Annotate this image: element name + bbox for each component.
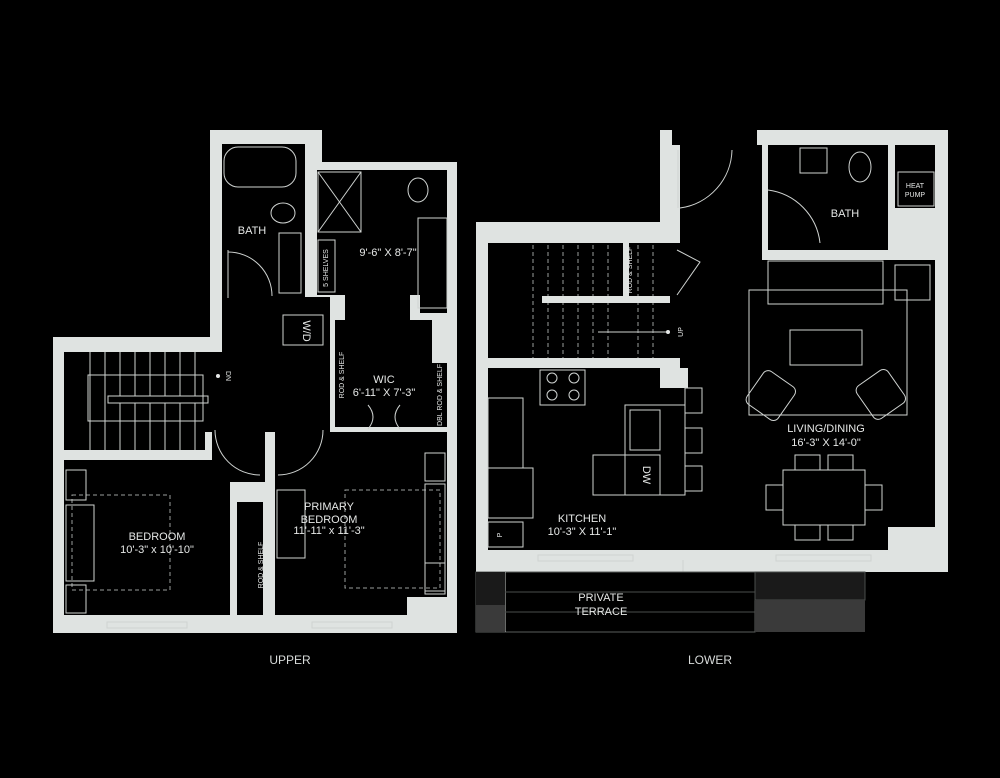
primary-name-1: PRIMARY	[304, 501, 355, 513]
bedroom-rod-shelf-label: ROD & SHELF	[258, 542, 265, 589]
primary-bedroom	[275, 432, 447, 615]
pantry	[487, 521, 524, 548]
dn-label: DN	[224, 371, 231, 381]
bedroom-dims: 10'-3" x 10'-10"	[120, 544, 194, 556]
upper-bath-label: BATH	[238, 225, 267, 237]
entry-corridor	[680, 145, 762, 550]
upper-stair	[87, 352, 209, 450]
primary-dims: 11'-11" x 11'-3"	[293, 525, 364, 537]
wd-label: W/D	[300, 320, 312, 341]
heat-pump-label-2: PUMP	[905, 192, 926, 199]
dishwasher-label: DW	[640, 466, 652, 485]
shower	[317, 171, 362, 233]
washer-dryer	[282, 314, 324, 346]
lower-bath-label: BATH	[831, 208, 860, 220]
pantry-label: P	[497, 532, 504, 537]
dn-dot	[216, 374, 220, 378]
private-terrace	[475, 571, 866, 633]
lower-bath	[768, 145, 888, 250]
shelves-label: 5 SHELVES	[323, 249, 330, 287]
wic-name: WIC	[373, 374, 394, 386]
up-label: UP	[678, 327, 685, 337]
wic-rod-shelf-label: ROD & SHELF	[339, 352, 346, 399]
terrace-label-2: TERRACE	[575, 606, 628, 618]
heat-pump-label-1: HEAT	[906, 183, 925, 190]
lower-caption: LOWER	[688, 653, 732, 667]
kitchen-dims: 10'-3" X 11'-1"	[548, 526, 617, 538]
lower-stair-treads	[532, 243, 670, 358]
wic-dims: 6'-11" X 7'-3"	[353, 387, 416, 399]
upper-bath	[222, 144, 305, 297]
kitchen-name: KITCHEN	[558, 513, 606, 525]
terrace-label-1: PRIVATE	[578, 592, 623, 604]
bedroom-name: BEDROOM	[129, 531, 186, 543]
up-dot	[666, 330, 670, 334]
lower-rod-shelf-label: ROD & SHELF	[627, 247, 634, 294]
primary-name-2: BEDROOM	[301, 514, 358, 526]
toilet	[270, 202, 296, 224]
bedroom	[64, 460, 230, 615]
lower-floor-plan: BATH HEAT PUMP ROD & SHELF UP LIVING/DIN…	[475, 130, 948, 667]
upper-floor-plan: BATH 9'-6" X 8'-7" 5 SHELVES W/D DN ROD …	[53, 130, 457, 667]
living-name: LIVING/DINING	[787, 423, 865, 435]
living-dims: 16'-3" X 14'-0"	[791, 437, 861, 449]
wic	[335, 320, 432, 427]
dbl-rod-shelf-label: DBL ROD & SHELF	[437, 364, 444, 426]
bathtub	[223, 146, 297, 188]
ensuite-dims: 9'-6" X 8'-7"	[359, 247, 416, 259]
upper-caption: UPPER	[269, 653, 311, 667]
